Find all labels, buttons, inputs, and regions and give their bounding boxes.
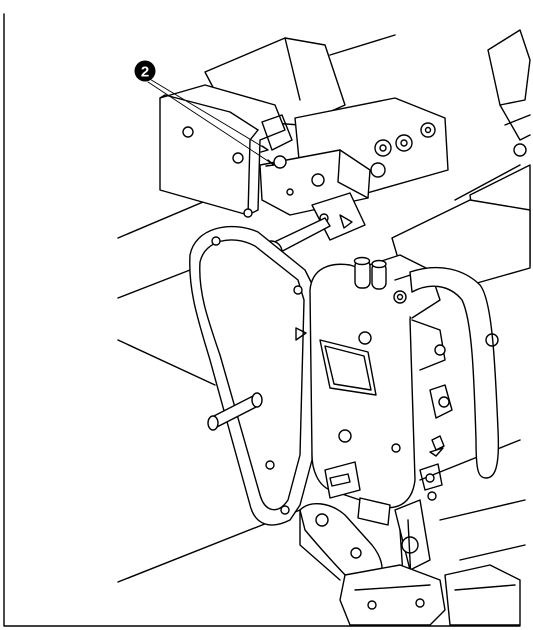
lower-mechanism xyxy=(299,461,521,626)
thread-guide-loop xyxy=(409,266,500,479)
table-lines xyxy=(117,34,526,583)
belt-cover xyxy=(189,225,316,526)
callout-2-label: 2 xyxy=(141,64,149,81)
frame-border xyxy=(3,13,521,627)
callout-leaders xyxy=(147,77,275,167)
upper-right-mechanism xyxy=(391,29,531,286)
needle-bar-area xyxy=(411,319,453,501)
machine-head-face xyxy=(309,254,441,509)
triangle-mark xyxy=(339,214,353,229)
side-shaft-pin xyxy=(207,392,263,431)
motor-cover-box xyxy=(159,84,293,218)
callout-2-badge: 2 xyxy=(134,60,156,82)
